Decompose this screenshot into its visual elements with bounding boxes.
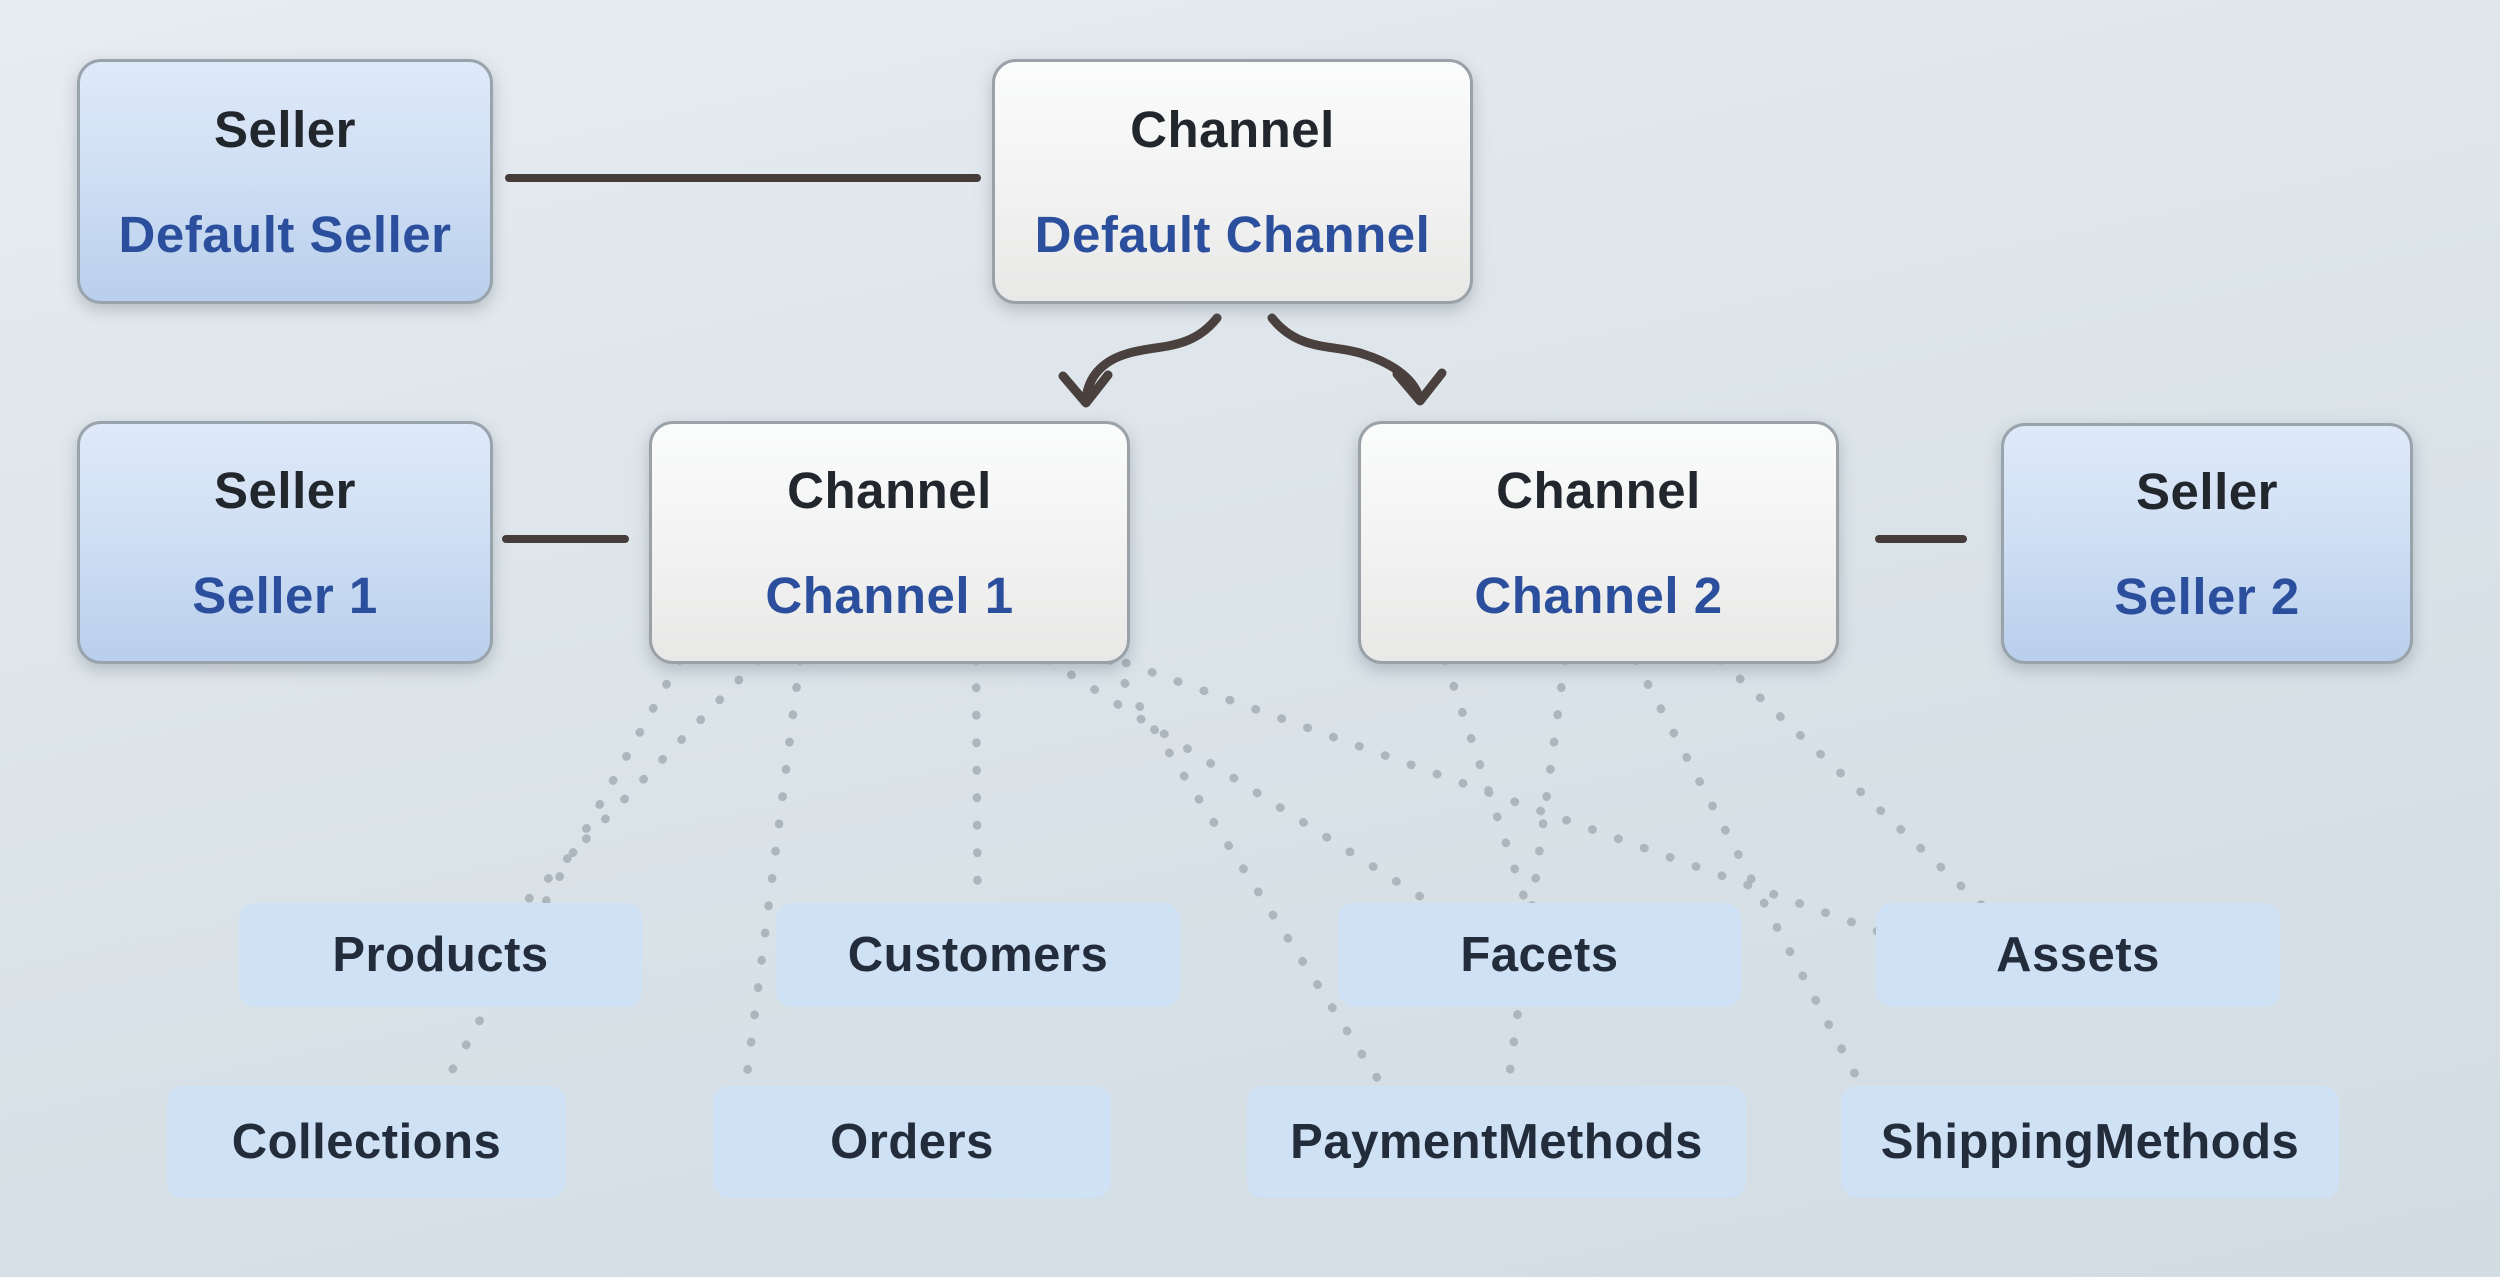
node-name-label: Channel 2 bbox=[1474, 566, 1723, 624]
node-channel-2: Channel Channel 2 bbox=[1358, 421, 1839, 664]
node-type-label: Seller bbox=[214, 100, 356, 158]
entity-customers: Customers bbox=[776, 903, 1180, 1007]
entity-orders: Orders bbox=[713, 1086, 1111, 1198]
entity-assets: Assets bbox=[1876, 903, 2280, 1007]
node-default-seller: Seller Default Seller bbox=[77, 59, 493, 304]
node-seller-2: Seller Seller 2 bbox=[2001, 423, 2413, 664]
node-channel-1: Channel Channel 1 bbox=[649, 421, 1130, 664]
node-type-label: Channel bbox=[787, 461, 992, 519]
arrow-default-channel-to-channel2 bbox=[1267, 313, 1424, 402]
dotted-channel2-shippingmethods bbox=[1630, 655, 1895, 1145]
dotted-channel2-assets bbox=[1715, 655, 2045, 965]
arrowhead-channel2 bbox=[1392, 368, 1447, 406]
node-name-label: Channel 1 bbox=[765, 566, 1014, 624]
dotted-channel2-facets bbox=[1440, 655, 1550, 965]
arrowhead-channel1 bbox=[1058, 370, 1113, 408]
entity-facets: Facets bbox=[1338, 903, 1741, 1007]
dotted-channel2-paymentmethods bbox=[1495, 655, 1570, 1150]
node-default-channel: Channel Default Channel bbox=[992, 59, 1473, 304]
node-name-label: Seller 2 bbox=[2114, 567, 2300, 625]
entity-payment-methods: PaymentMethods bbox=[1247, 1086, 1746, 1198]
node-seller-1: Seller Seller 1 bbox=[77, 421, 493, 664]
entity-products: Products bbox=[239, 903, 642, 1007]
entity-shipping-methods: ShippingMethods bbox=[1841, 1086, 2339, 1198]
entity-collections: Collections bbox=[167, 1086, 566, 1198]
node-name-label: Default Channel bbox=[1034, 205, 1431, 263]
node-type-label: Channel bbox=[1130, 100, 1335, 158]
arrow-default-channel-to-channel1 bbox=[1081, 313, 1222, 404]
node-type-label: Seller bbox=[214, 461, 356, 519]
node-type-label: Seller bbox=[2136, 462, 2278, 520]
dotted-channel1-collections bbox=[425, 655, 685, 1115]
dotted-channel1-assets bbox=[1121, 658, 2005, 980]
dotted-channel1-orders bbox=[733, 655, 805, 1150]
node-name-label: Default Seller bbox=[118, 205, 452, 263]
node-type-label: Channel bbox=[1496, 461, 1701, 519]
node-name-label: Seller 1 bbox=[192, 566, 378, 624]
